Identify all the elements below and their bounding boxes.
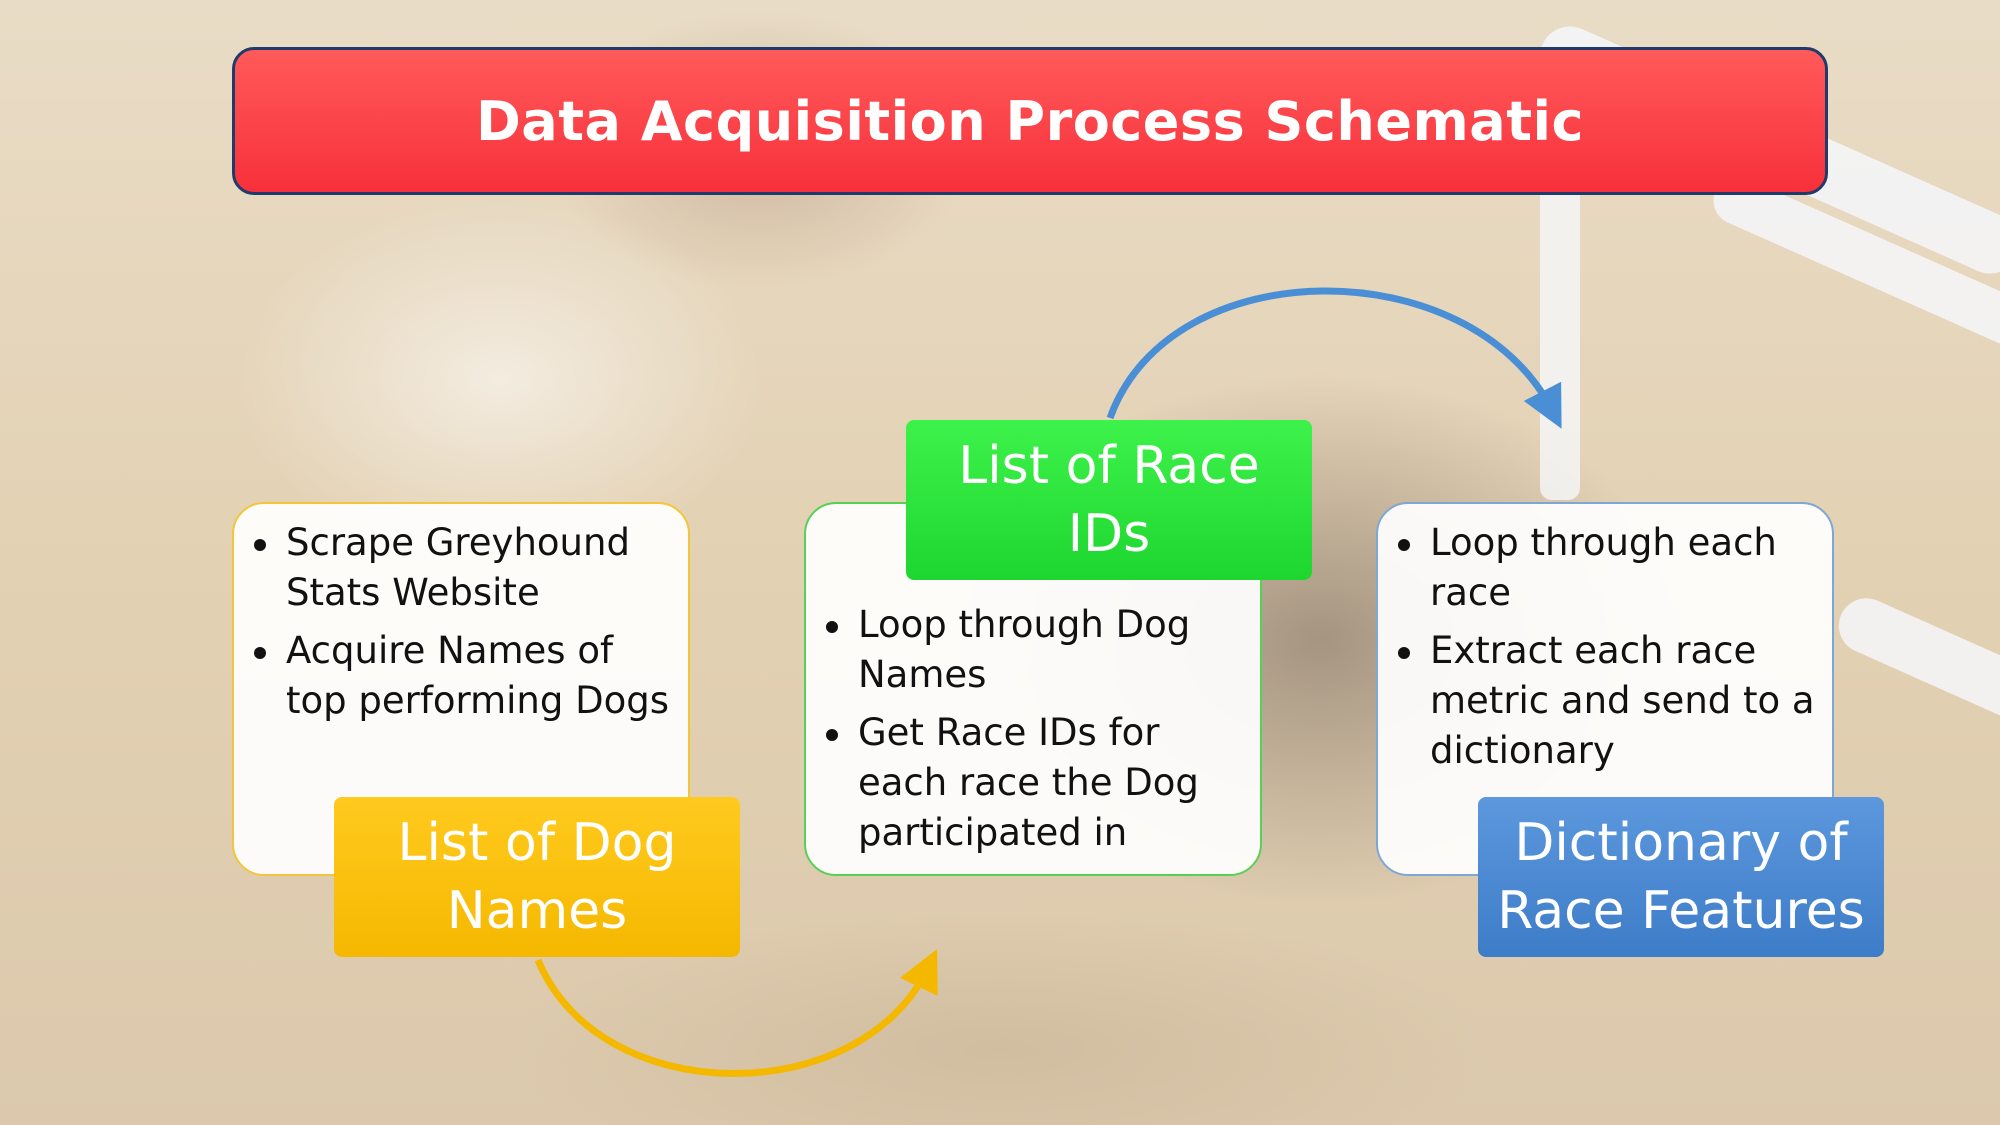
title-banner: Data Acquisition Process Schematic — [232, 47, 1828, 195]
label-dictionary-of-race-features: Dictionary of Race Features — [1478, 797, 1884, 957]
step-card-race-ids: Loop through Dog Names Get Race IDs for … — [804, 502, 1262, 876]
label-text: Dictionary of Race Features — [1497, 813, 1865, 941]
bullet-text: Extract each race metric and send to a d… — [1430, 629, 1815, 772]
bullet-list: Scrape Greyhound Stats Website Acquire N… — [252, 518, 672, 734]
bullet-item: Loop through Dog Names — [824, 600, 1244, 700]
bullet-item: Loop through each race — [1396, 518, 1816, 618]
bullet-text: Loop through each race — [1430, 521, 1777, 614]
bullet-item: Get Race IDs for each race the Dog parti… — [824, 708, 1244, 858]
label-list-of-race-ids: List of Race IDs — [906, 420, 1312, 580]
bullet-item: Acquire Names of top performing Dogs — [252, 626, 672, 726]
background-post — [1540, 160, 1580, 500]
bullet-text: Acquire Names of top performing Dogs — [286, 629, 669, 722]
bullet-text: Get Race IDs for each race the Dog parti… — [858, 711, 1199, 854]
arrow-dog-names-to-race-ids — [534, 949, 938, 1077]
bullet-text: Loop through Dog Names — [858, 603, 1191, 696]
bullet-text: Scrape Greyhound Stats Website — [286, 521, 630, 614]
bullet-icon — [1398, 647, 1410, 659]
label-text: List of Race IDs — [958, 436, 1260, 564]
label-list-of-dog-names: List of Dog Names — [334, 797, 740, 957]
bullet-item: Extract each race metric and send to a d… — [1396, 626, 1816, 776]
label-text: List of Dog Names — [397, 813, 677, 941]
bullet-icon — [1398, 539, 1410, 551]
bullet-list: Loop through each race Extract each race… — [1396, 518, 1816, 784]
bullet-list: Loop through Dog Names Get Race IDs for … — [824, 600, 1244, 866]
bullet-item: Scrape Greyhound Stats Website — [252, 518, 672, 618]
bullet-icon — [254, 539, 266, 551]
arrow-race-ids-to-race-features — [1106, 287, 1562, 429]
bullet-icon — [254, 647, 266, 659]
bullet-icon — [826, 729, 838, 741]
page-title: Data Acquisition Process Schematic — [475, 89, 1585, 153]
bullet-icon — [826, 621, 838, 633]
